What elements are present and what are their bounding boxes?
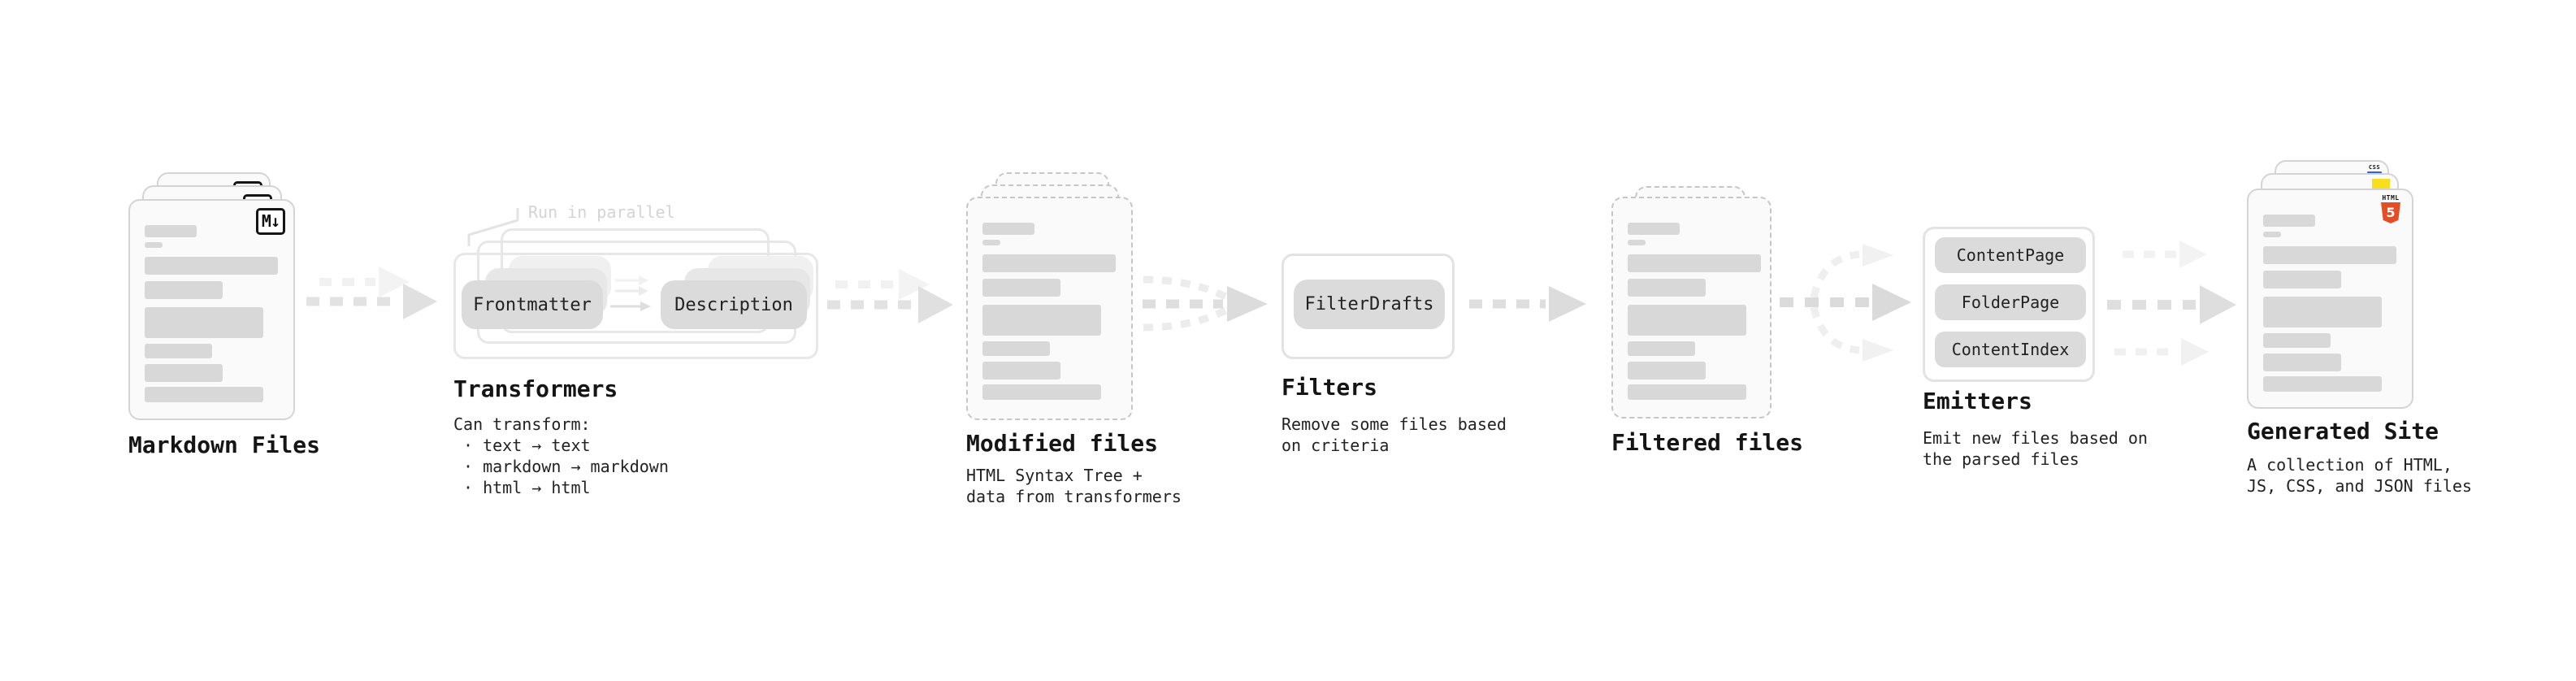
file-content-placeholder bbox=[2263, 215, 2396, 392]
placeholder-bar bbox=[2263, 333, 2331, 348]
placeholder-bar bbox=[982, 223, 1034, 235]
transformers-description: Can transform: · text → text · markdown … bbox=[453, 414, 669, 498]
run-in-parallel-annotation: Run in parallel bbox=[528, 202, 675, 222]
placeholder-bar bbox=[145, 225, 197, 237]
placeholder-bar bbox=[145, 257, 278, 275]
markdown-file-card-front: M↓ bbox=[128, 199, 295, 420]
modified-desc-line: HTML Syntax Tree + bbox=[966, 466, 1143, 485]
filterdrafts-pill: FilterDrafts bbox=[1294, 280, 1445, 329]
generated-desc-line: A collection of HTML, bbox=[2247, 455, 2452, 475]
markdown-icon: M↓ bbox=[255, 208, 285, 235]
contentpage-pill: ContentPage bbox=[1935, 237, 2086, 273]
placeholder-bar bbox=[1628, 305, 1746, 336]
placeholder-bar bbox=[982, 341, 1050, 356]
placeholder-bar bbox=[1628, 384, 1746, 400]
stage-label-filtered-files: Filtered files bbox=[1611, 429, 1804, 456]
generated-file-card-front: HTML 5 bbox=[2247, 189, 2413, 409]
file-content-placeholder bbox=[1628, 223, 1761, 400]
placeholder-bar bbox=[2263, 271, 2341, 288]
arrow-transformers-to-modified bbox=[827, 269, 953, 323]
stage-label-filters: Filters bbox=[1281, 374, 1378, 401]
transformers-bullet: · text → text bbox=[463, 436, 591, 455]
emitters-desc-line: the parsed files bbox=[1923, 449, 2079, 469]
html5-icon: HTML 5 bbox=[2380, 194, 2401, 223]
arrow-emitters-to-generated bbox=[2107, 241, 2236, 366]
placeholder-bar bbox=[145, 387, 263, 402]
placeholder-bar bbox=[145, 344, 212, 358]
placeholder-bar bbox=[145, 281, 223, 299]
generated-site-description: A collection of HTML, JS, CSS, and JSON … bbox=[2247, 454, 2472, 497]
placeholder-bar bbox=[1628, 254, 1761, 272]
placeholder-bar bbox=[1628, 362, 1706, 380]
emitters-description: Emit new files based on the parsed files bbox=[1923, 427, 2148, 470]
placeholder-bar bbox=[2263, 297, 2382, 327]
filters-desc-line: on criteria bbox=[1281, 436, 1390, 455]
stage-label-modified-files: Modified files bbox=[966, 430, 1159, 457]
placeholder-bar bbox=[2263, 354, 2341, 371]
filters-description: Remove some files based on criteria bbox=[1281, 414, 1507, 456]
placeholder-bar bbox=[982, 240, 1000, 245]
placeholder-bar bbox=[982, 384, 1101, 400]
stage-label-transformers: Transformers bbox=[453, 375, 618, 402]
transformer-frame-front bbox=[453, 253, 818, 359]
modified-files-description: HTML Syntax Tree + data from transformer… bbox=[966, 465, 1182, 507]
placeholder-bar bbox=[145, 242, 163, 248]
arrow-markdown-to-transformers bbox=[306, 267, 437, 319]
modified-file-card-front bbox=[966, 197, 1133, 420]
placeholder-bar bbox=[2263, 246, 2396, 264]
placeholder-bar bbox=[982, 254, 1116, 272]
placeholder-bar bbox=[2263, 215, 2315, 227]
transformers-desc-title: Can transform: bbox=[453, 414, 591, 434]
placeholder-bar bbox=[145, 364, 223, 382]
modified-desc-line: data from transformers bbox=[966, 487, 1182, 506]
file-content-placeholder bbox=[982, 223, 1116, 400]
transformers-bullet: · html → html bbox=[463, 478, 591, 497]
frontmatter-pill: Frontmatter bbox=[462, 280, 603, 329]
placeholder-bar bbox=[982, 305, 1101, 336]
file-content-placeholder bbox=[145, 225, 278, 402]
placeholder-bar bbox=[1628, 341, 1695, 356]
arrow-modified-to-filters-converge bbox=[1143, 275, 1268, 332]
placeholder-bar bbox=[982, 362, 1060, 380]
arrow-filtered-to-emitters-diverge bbox=[1780, 244, 1911, 362]
emitters-desc-line: Emit new files based on bbox=[1923, 428, 2148, 448]
folderpage-pill: FolderPage bbox=[1935, 284, 2086, 320]
generated-desc-line: JS, CSS, and JSON files bbox=[2247, 476, 2472, 496]
placeholder-bar bbox=[1628, 240, 1646, 245]
arrow-filters-to-filtered bbox=[1469, 286, 1586, 322]
placeholder-bar bbox=[2263, 376, 2382, 392]
placeholder-bar bbox=[2263, 232, 2281, 237]
stage-label-generated-site: Generated Site bbox=[2247, 418, 2439, 445]
placeholder-bar bbox=[1628, 279, 1706, 297]
contentindex-pill: ContentIndex bbox=[1935, 332, 2086, 367]
filters-desc-line: Remove some files based bbox=[1281, 414, 1507, 434]
transformers-bullet: · markdown → markdown bbox=[463, 457, 669, 476]
description-pill: Description bbox=[661, 280, 807, 329]
stage-label-markdown-files: Markdown Files bbox=[128, 432, 321, 458]
stage-label-emitters: Emitters bbox=[1923, 388, 2032, 414]
filtered-file-card-front bbox=[1611, 197, 1772, 419]
placeholder-bar bbox=[1628, 223, 1680, 235]
css3-icon: CSS bbox=[2367, 165, 2382, 174]
placeholder-bar bbox=[145, 307, 263, 338]
placeholder-bar bbox=[982, 279, 1060, 297]
